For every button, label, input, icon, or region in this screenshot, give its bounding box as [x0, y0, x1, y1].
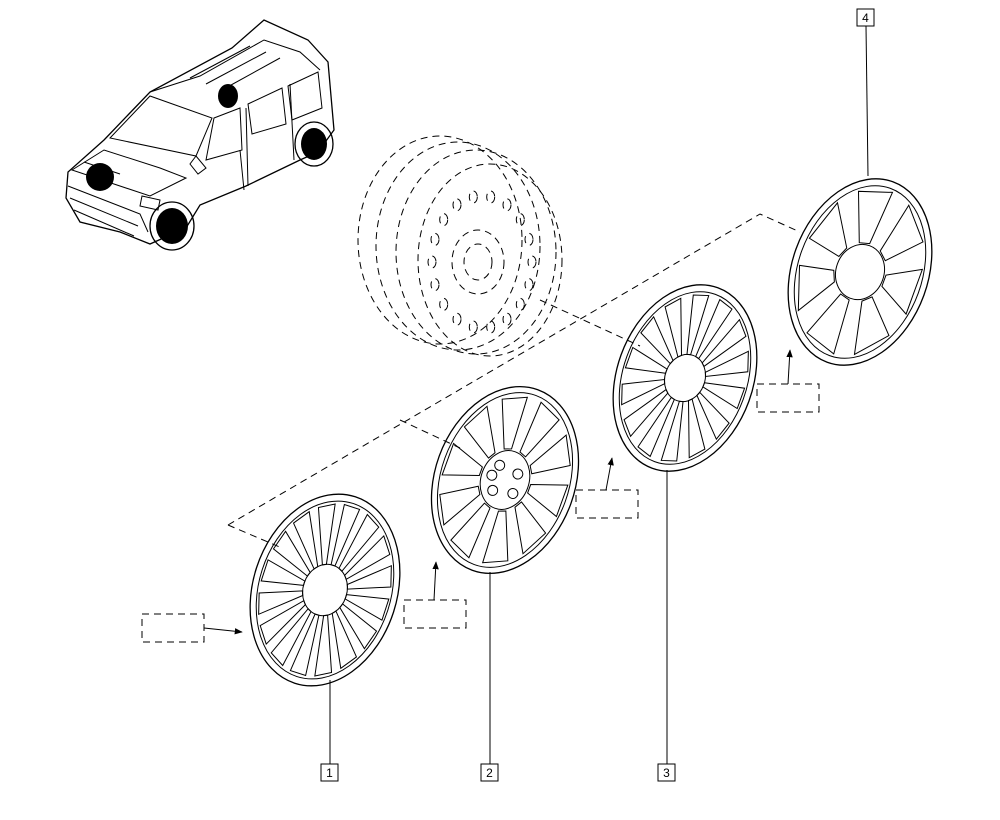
hubcap-spoke [640, 315, 674, 365]
bolt-hole [439, 213, 449, 227]
callout-1: 1 [320, 763, 339, 782]
bolt-hole [524, 232, 534, 246]
hubcap-spoke [463, 405, 496, 459]
hubcap-spoke [529, 434, 571, 475]
hubcap-spoke [687, 398, 706, 459]
hubcap-spoke [330, 503, 361, 567]
hubcap-2 [430, 386, 580, 574]
hubcap-spoke [272, 530, 311, 577]
hubcap-spoke [660, 400, 684, 462]
hubcap-2-spokes [439, 396, 571, 564]
hubcap-spoke [259, 599, 306, 646]
hubcap-spoke [289, 613, 320, 677]
hubcap-spoke [881, 268, 924, 316]
hubcap-spoke [441, 442, 483, 476]
svg-text:4: 4 [862, 11, 869, 25]
bolt-hole [515, 297, 525, 311]
hubcap-1-spokes [258, 503, 392, 677]
hubcap-spoke [806, 293, 850, 355]
hubcap-spoke [450, 502, 491, 559]
hubcap-spoke [696, 391, 730, 441]
svg-text:1: 1 [326, 766, 333, 780]
bolt-hole [527, 255, 537, 269]
hubcap-spoke [258, 590, 304, 616]
assembly-guide-lines [227, 213, 801, 549]
bolt-hole [524, 278, 534, 292]
hubcap-spoke [501, 396, 529, 450]
hubcap-spoke [623, 388, 669, 438]
callout-2: 2 [480, 763, 499, 782]
vehicle-illustration [65, 19, 335, 251]
hubcap-spoke [346, 564, 392, 590]
bolt-hole [502, 198, 512, 212]
bolt-hole [430, 232, 440, 246]
hubcap-spoke [317, 503, 336, 566]
callout-leaders [329, 25, 869, 764]
hubcap-spoke [857, 190, 894, 245]
hubcap-spoke [439, 485, 481, 526]
steel-wheel-reference [357, 135, 563, 357]
bolt-hole [515, 213, 525, 227]
hubcap-spoke [808, 201, 848, 258]
hubcap-spoke [270, 607, 312, 667]
callout-4: 4 [856, 8, 875, 27]
hubcap-spoke [621, 378, 666, 406]
hubcap-spoke [527, 484, 569, 518]
hubcap-1 [249, 493, 401, 687]
bolt-hole [439, 297, 449, 311]
hubcap-spoke [314, 614, 333, 677]
bolt-hole [430, 278, 440, 292]
bolt-hole [486, 320, 496, 334]
hubcap-spoke [686, 294, 710, 356]
bolt-hole [468, 320, 478, 334]
hubcap-spoke [701, 318, 747, 368]
hubcap-spoke [338, 513, 380, 573]
callout-3: 3 [657, 763, 676, 782]
hubcap-spoke [344, 594, 390, 621]
hubcap-spoke [702, 382, 746, 410]
clip-detail-boxes [141, 349, 820, 643]
hubcap-spoke [624, 346, 668, 374]
hubcap-spoke [519, 401, 560, 458]
hubcap-spoke [339, 603, 378, 650]
hubcap-spoke [637, 396, 675, 458]
hubcap-spoke [853, 296, 890, 356]
hubcap-3 [612, 284, 758, 472]
hubcap-3-spokes [621, 294, 749, 462]
bolt-hole [486, 190, 496, 204]
hubcap-spoke [514, 501, 547, 555]
hubcap-4-spokes [797, 190, 924, 356]
hubcap-spoke [664, 297, 683, 358]
svg-text:2: 2 [486, 766, 493, 780]
hubcap-spoke [481, 510, 509, 564]
hubcap-spoke [331, 610, 358, 670]
hubcap-spoke [292, 510, 319, 570]
hubcap-spoke [797, 264, 835, 312]
hubcap-spoke [704, 350, 749, 378]
svg-text:3: 3 [663, 766, 670, 780]
bolt-hole [502, 312, 512, 326]
bolt-hole [452, 198, 462, 212]
hubcap-spoke [879, 204, 924, 262]
hubcap-4 [787, 178, 933, 366]
bolt-hole [468, 190, 478, 204]
hubcap-spoke [344, 534, 391, 581]
bolt-hole [427, 255, 437, 269]
hubcap-spoke [260, 559, 306, 586]
hubcap-spoke [695, 298, 733, 360]
bolt-hole [452, 312, 462, 326]
